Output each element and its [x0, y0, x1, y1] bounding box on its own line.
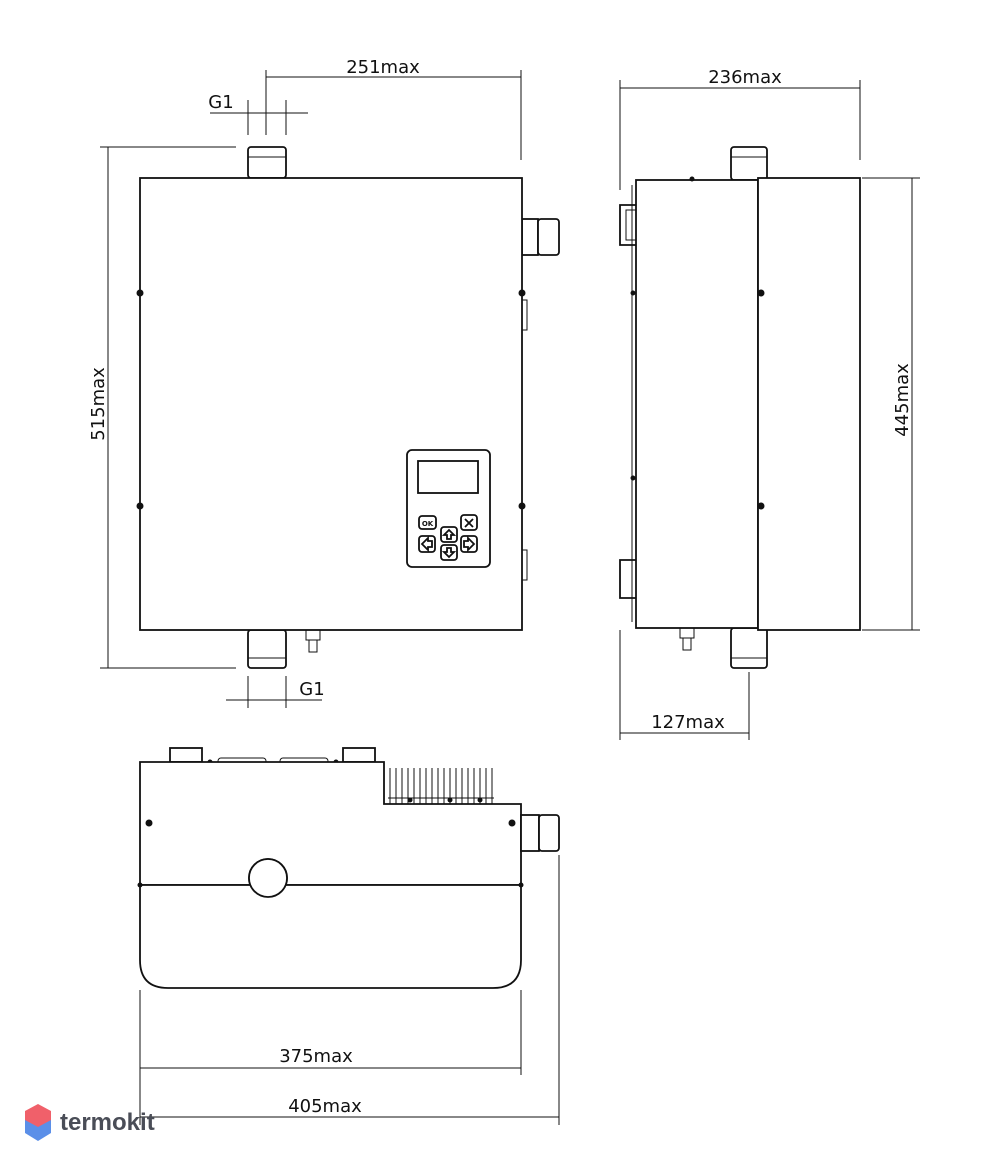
dimension-width-top: 251max: [265, 57, 522, 160]
front-view: OK: [88, 57, 560, 708]
dimension-height-left: 515max: [88, 146, 236, 669]
cable-gland: [521, 218, 560, 256]
control-panel: OK: [406, 449, 491, 568]
dimension-height-side: 445max: [862, 177, 920, 631]
top-pipe: [247, 146, 287, 179]
up-key-icon: [440, 526, 458, 543]
termokit-logo: termokit: [25, 1104, 155, 1141]
dimension-depth-bottom-side-label: 127max: [651, 712, 725, 733]
svg-text:OK: OK: [422, 520, 434, 528]
display-screen: [417, 460, 479, 494]
dimension-depth-side: 236max: [619, 67, 861, 190]
heat-sink: [388, 768, 494, 804]
left-key-icon: [418, 535, 436, 553]
dimension-width-bottom-inner-label: 375max: [279, 1046, 353, 1067]
dimension-thread-top-label: G1: [208, 92, 233, 113]
drain-fitting: [305, 629, 321, 653]
logo-text: termokit: [60, 1109, 155, 1136]
right-key-icon: [460, 535, 478, 553]
dimension-height-left-label: 515max: [88, 367, 109, 441]
close-key-icon: [460, 514, 478, 531]
bottom-pipe: [247, 629, 287, 669]
dimension-depth-bottom-side: 127max: [619, 630, 750, 740]
dimension-width-top-label: 251max: [346, 57, 420, 78]
side-view: 236max 445max 127max: [619, 67, 920, 740]
dimension-width-bottom-outer: 405max: [140, 855, 560, 1125]
dimension-thread-bottom: G1: [226, 676, 325, 708]
dimension-height-side-label: 445max: [892, 363, 913, 437]
ok-key-icon: OK: [418, 515, 437, 530]
dimension-width-bottom-outer-label: 405max: [288, 1096, 362, 1117]
dimension-thread-bottom-label: G1: [299, 679, 324, 700]
logo-cube-icon: [25, 1104, 51, 1141]
down-key-icon: [440, 544, 458, 561]
dimension-depth-side-label: 236max: [708, 67, 782, 88]
dimension-thread-top: G1: [208, 92, 308, 135]
dimension-width-bottom-inner: 375max: [139, 990, 522, 1125]
plan-view: 375max 405max: [137, 747, 560, 1125]
